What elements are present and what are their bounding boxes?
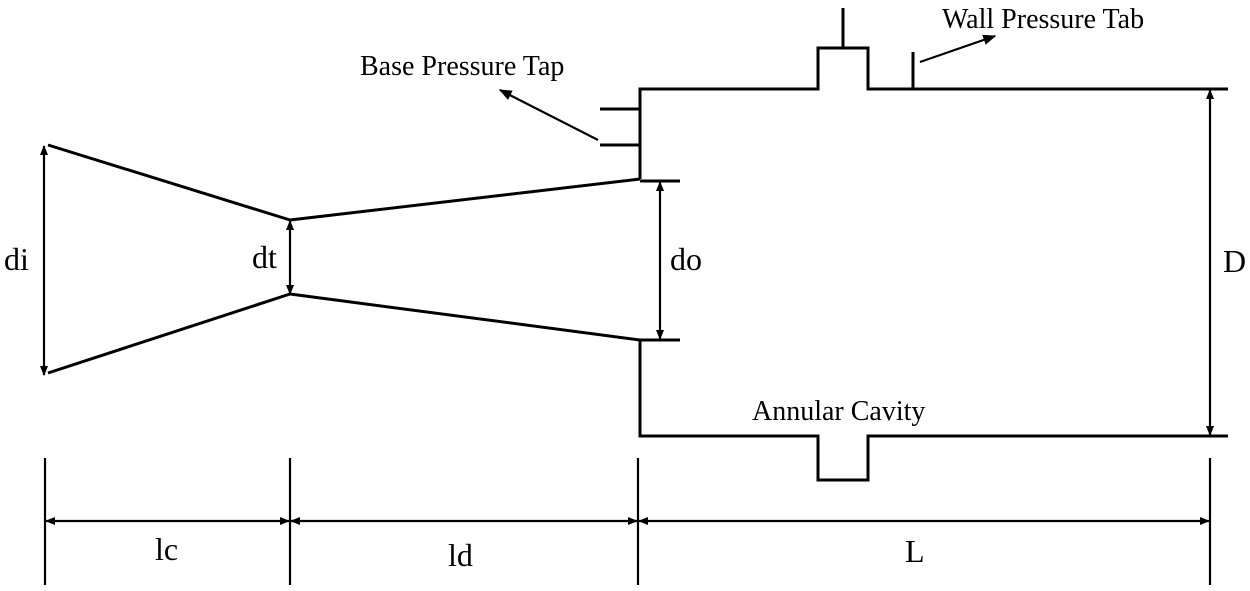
base-pressure-pointer [498, 89, 599, 141]
label-ld: ld [448, 537, 473, 573]
wall-pressure-tab [841, 8, 915, 89]
label-wall-pressure-tab: Wall Pressure Tab [942, 4, 1144, 35]
wall-pressure-pointer [919, 34, 997, 64]
label-base-pressure-tap: Base Pressure Tap [360, 51, 564, 82]
label-di: di [4, 241, 29, 277]
label-annular-cavity: Annular Cavity [752, 396, 925, 427]
label-do: do [670, 241, 702, 277]
label-L: L [905, 533, 925, 569]
nozzle-divergent-section [289, 177, 641, 342]
expansion-duct [638, 46, 1228, 482]
label-lc: lc [155, 531, 178, 567]
label-dt: dt [252, 239, 277, 275]
label-D: D [1223, 243, 1246, 279]
base-pressure-tap [600, 107, 640, 147]
nozzle-convergent-section [47, 143, 291, 375]
